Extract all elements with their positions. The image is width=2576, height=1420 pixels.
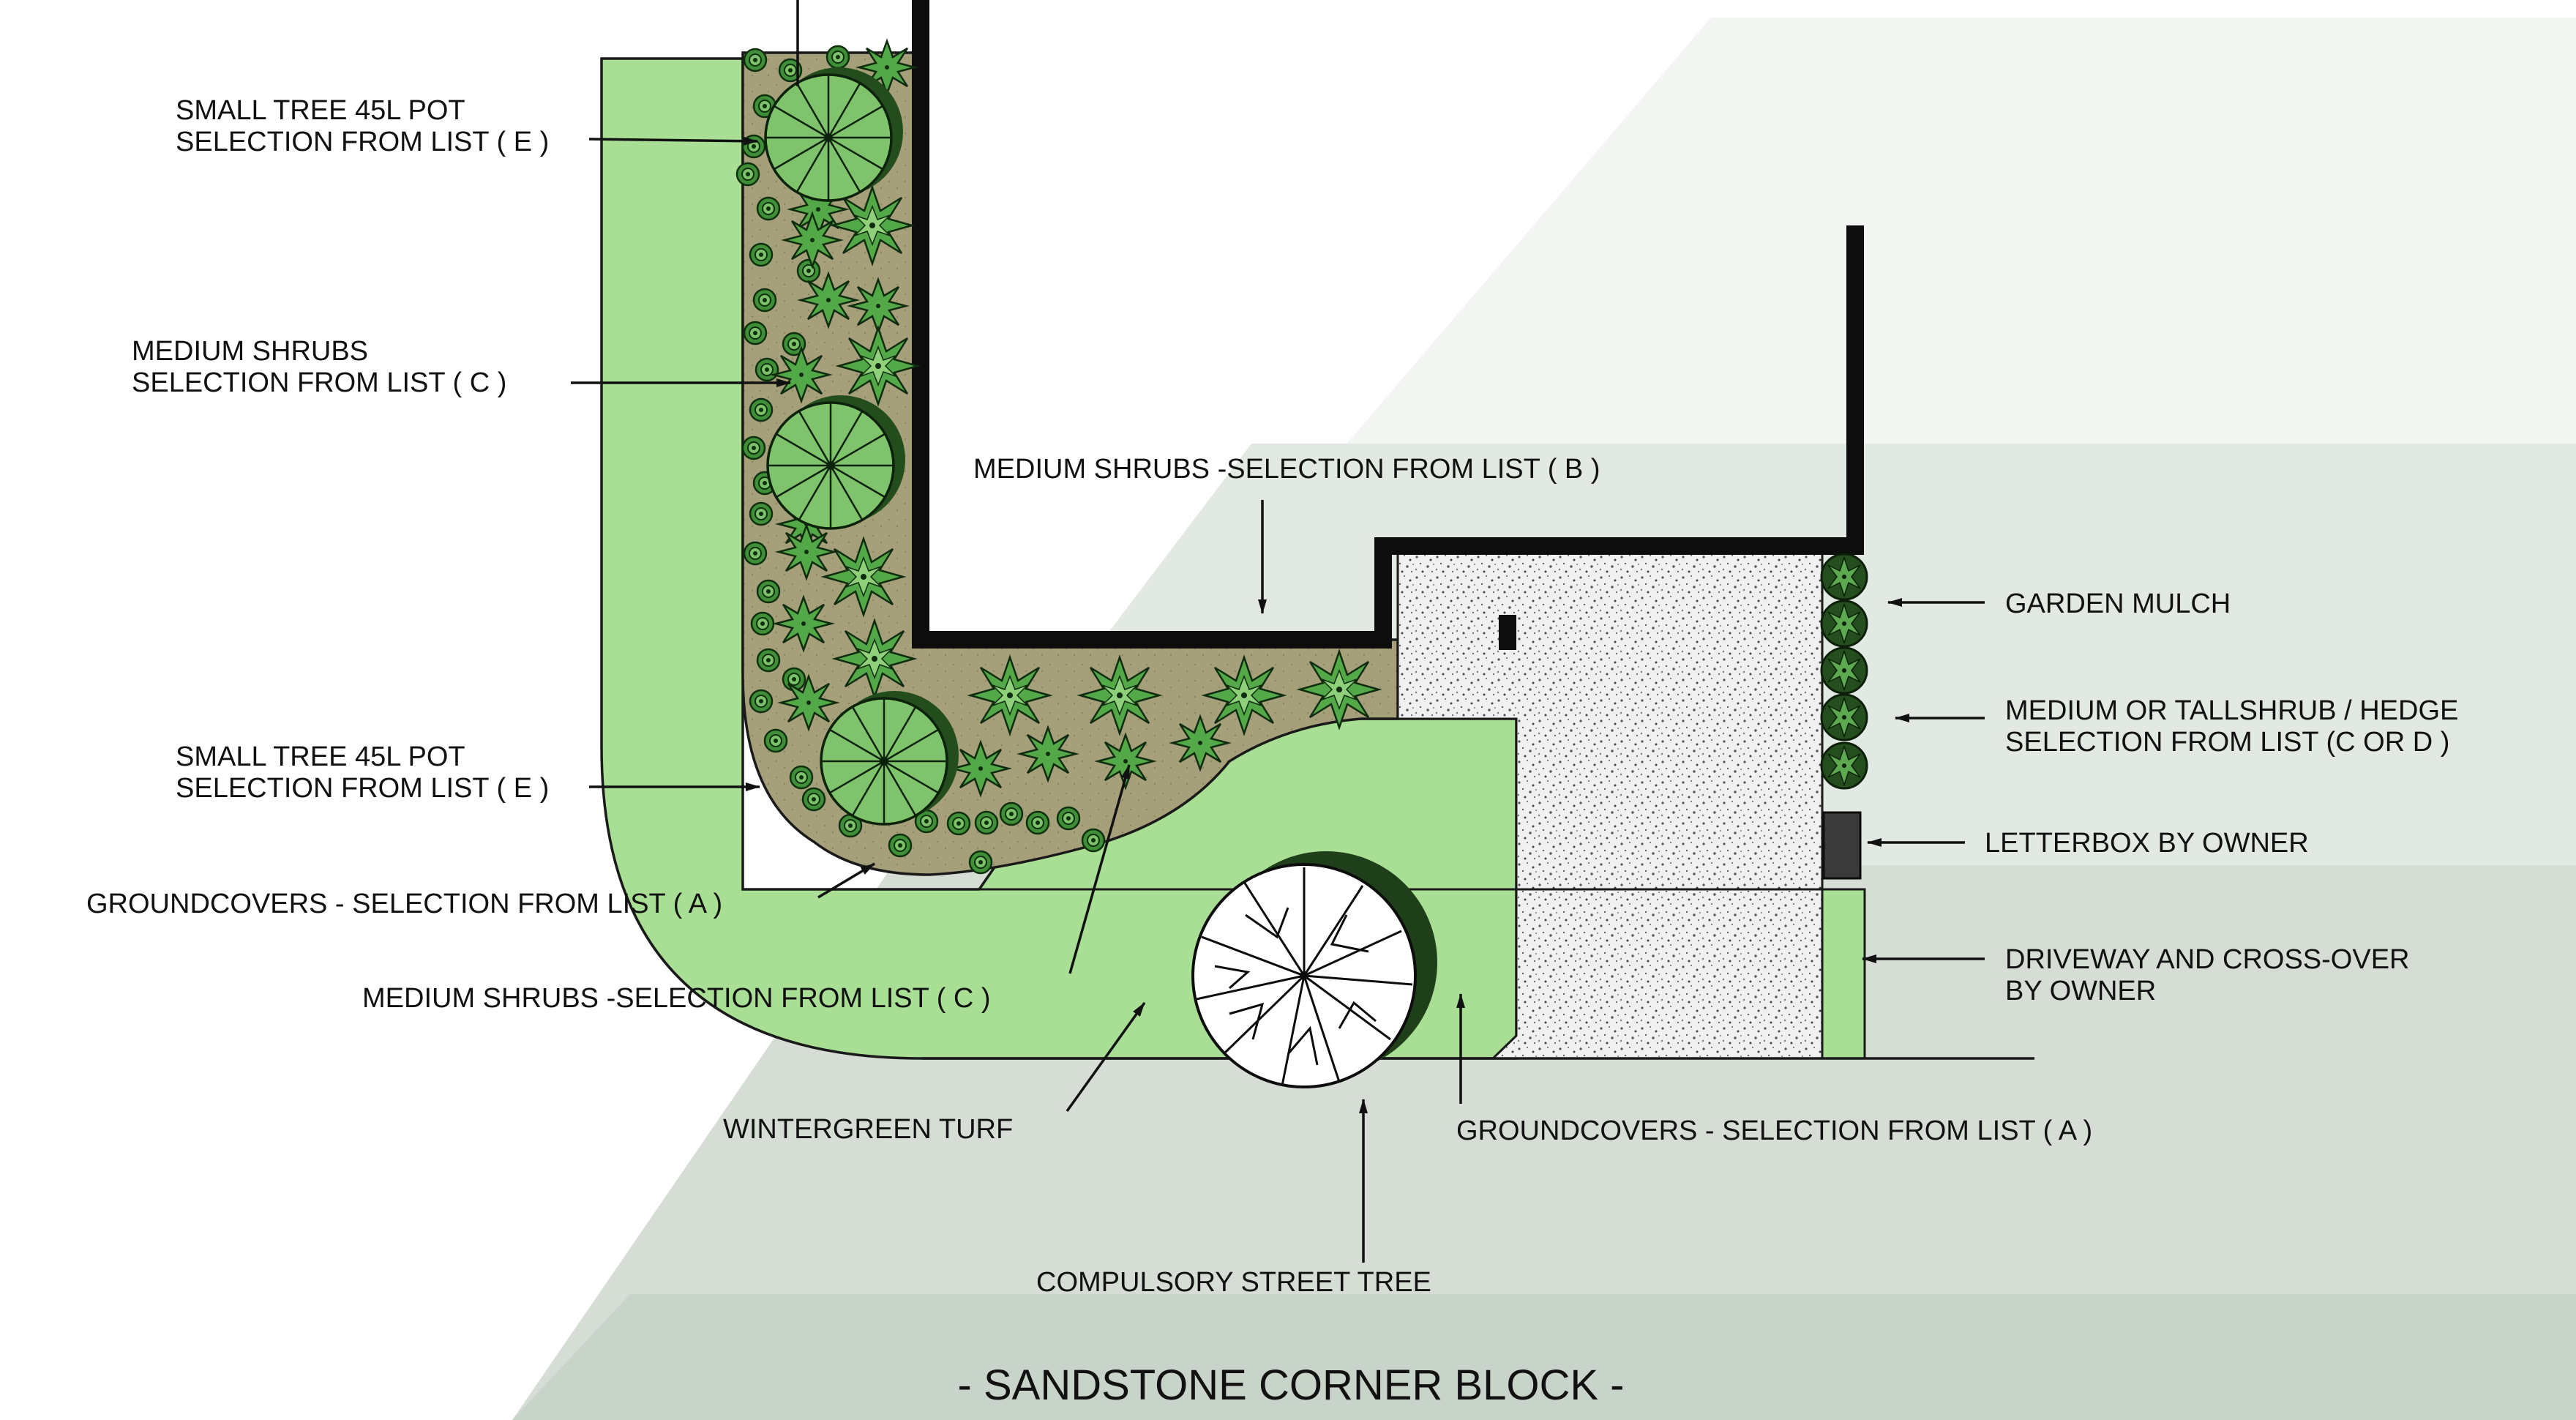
letterbox [1822, 811, 1862, 880]
label-garden-mulch: GARDEN MULCH [2005, 588, 2231, 619]
house-wall [912, 0, 1864, 649]
label-letterbox: LETTERBOX BY OWNER [1985, 828, 2309, 859]
label-small-tree-bottom-line2: SELECTION FROM LIST ( E ) [176, 773, 549, 804]
plan-title: - SANDSTONE CORNER BLOCK - [958, 1361, 1625, 1409]
label-small-tree-top-line1: SMALL TREE 45L POT [176, 95, 465, 126]
garden-bed-mulch [741, 51, 1399, 876]
wall-opening-marker [1499, 615, 1516, 650]
label-medium-shrubs-b: MEDIUM SHRUBS -SELECTION FROM LIST ( B ) [973, 454, 1600, 485]
label-small-tree-bottom-line1: SMALL TREE 45L POT [176, 741, 465, 772]
label-groundcovers-right: GROUNDCOVERS - SELECTION FROM LIST ( A ) [1456, 1116, 2092, 1146]
street-tree [1191, 851, 1437, 1088]
hedge-plants [1820, 553, 1868, 790]
label-groundcovers-left: GROUNDCOVERS - SELECTION FROM LIST ( A ) [86, 889, 722, 919]
label-hedge-line1: MEDIUM OR TALLSHRUB / HEDGE [2005, 695, 2458, 726]
label-driveway-line2: BY OWNER [2005, 976, 2156, 1006]
driveway-gravel [1396, 552, 1824, 1060]
label-hedge-line2: SELECTION FROM LIST (C OR D ) [2005, 727, 2449, 758]
label-street-tree: COMPULSORY STREET TREE [1036, 1267, 1431, 1298]
label-driveway-line1: DRIVEWAY AND CROSS-OVER [2005, 944, 2410, 975]
label-medium-shrubs-c-bottom: MEDIUM SHRUBS -SELECTION FROM LIST ( C ) [362, 983, 991, 1014]
label-wintergreen-turf: WINTERGREEN TURF [723, 1114, 1013, 1145]
label-small-tree-top-line2: SELECTION FROM LIST ( E ) [176, 127, 549, 157]
label-medium-shrubs-c-top-line2: SELECTION FROM LIST ( C ) [132, 367, 506, 398]
leader-lines [571, 0, 1985, 1263]
label-medium-shrubs-c-top-line1: MEDIUM SHRUBS [132, 336, 368, 367]
hedge-strip-turf [1821, 888, 1866, 1060]
